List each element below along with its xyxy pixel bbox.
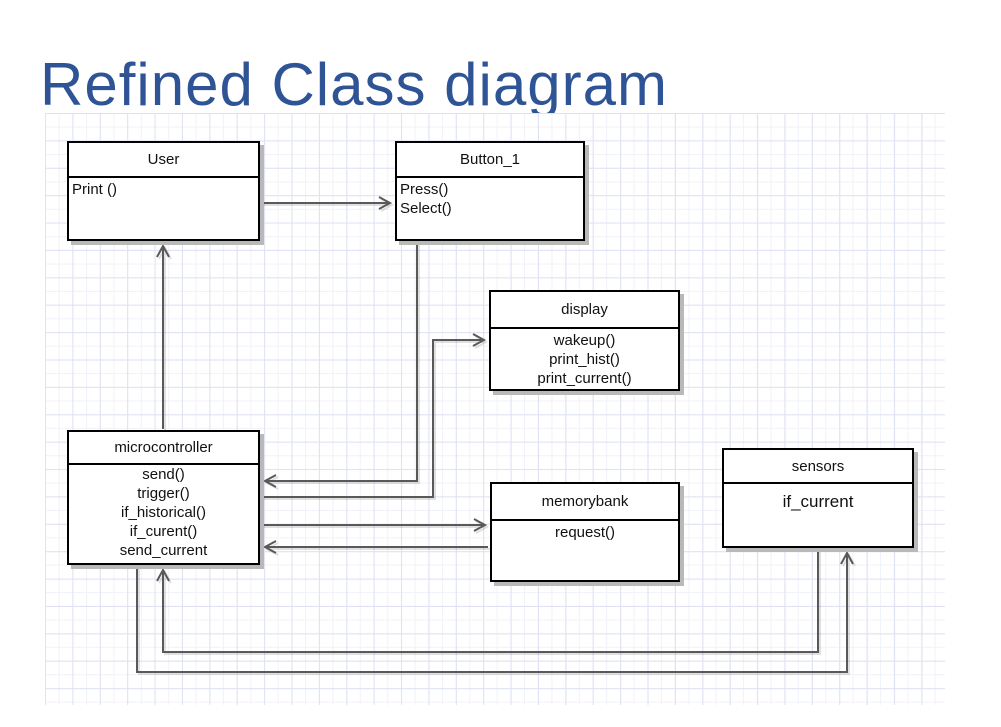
class-memorybank-members: request() [492,521,678,542]
class-sensors-members: if_current [724,484,912,514]
class-user[interactable]: User Print () [67,141,260,241]
member: print_hist() [549,351,620,368]
connector-microcontroller-to-display [262,333,487,498]
class-user-members: Print () [69,178,258,199]
class-microcontroller-name: microcontroller [69,432,258,465]
member: if_historical() [120,504,207,521]
member: if_current [782,492,854,511]
member: trigger() [137,485,190,502]
class-display-name: display [491,292,678,329]
member: Print () [72,181,117,198]
class-user-name: User [69,143,258,178]
member: send_current [119,542,208,559]
class-button-1[interactable]: Button_1 Press() Select() [395,141,585,241]
class-memorybank-name: memorybank [492,484,678,521]
member: wakeup() [553,332,616,349]
class-display[interactable]: display wakeup() print_hist() print_curr… [489,290,680,391]
page-title: Refined Class diagram [40,51,668,119]
member: request() [554,524,616,541]
member: send() [142,466,185,483]
class-memorybank[interactable]: memorybank request() [490,482,680,582]
member: if_curent() [129,523,198,540]
class-button-1-name: Button_1 [397,143,583,178]
class-microcontroller-members: send() trigger() if_historical() if_cure… [69,465,258,560]
class-button-1-members: Press() Select() [397,178,583,218]
member: print_current() [537,370,632,387]
class-sensors-name: sensors [724,450,912,484]
connector-Button_1-to-microcontroller [262,243,418,488]
connector-microcontroller-to-sensors [136,550,854,673]
class-sensors[interactable]: sensors if_current [722,448,914,548]
connector-sensors-to-microcontroller [156,550,819,653]
member: Press() [400,181,449,198]
class-microcontroller[interactable]: microcontroller send() trigger() if_hist… [67,430,260,565]
member: Select() [400,200,452,217]
class-display-members: wakeup() print_hist() print_current() [491,329,678,388]
